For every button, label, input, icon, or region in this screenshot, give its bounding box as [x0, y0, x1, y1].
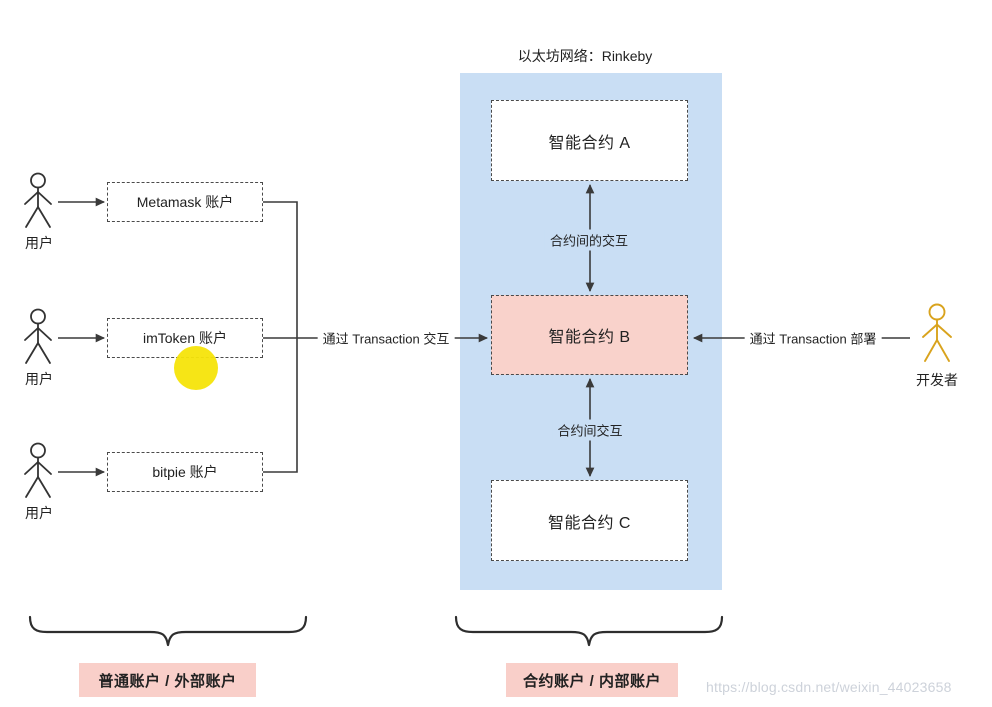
external-account-group-label: 普通账户 / 外部账户: [79, 663, 256, 697]
internal-account-group-label: 合约账户 / 内部账户: [506, 663, 678, 697]
contract-b-label: 智能合约 B: [548, 329, 631, 346]
metamask-junction-connector: [263, 201, 298, 338]
contract-a-label: 智能合约 A: [548, 134, 631, 152]
user1-stick-figure-icon: [24, 172, 52, 228]
user1-label: 用户: [25, 235, 53, 251]
bitpie-account-box: bitpie 账户: [107, 452, 263, 492]
cursor-highlight-circle: [174, 346, 218, 390]
internal-accounts-brace: [454, 615, 724, 647]
bitpie-account-label: bitpie 账户: [152, 464, 218, 480]
contract-a-box: 智能合约 A: [491, 100, 688, 181]
network-title: 以太坊网络：Rinkeby: [517, 48, 653, 64]
imtoken-account-box: imToken 账户: [107, 318, 263, 358]
metamask-account-label: Metamask 账户: [136, 194, 234, 210]
contract-bc-interaction-label: 合约间交互: [552, 419, 628, 441]
transaction-deploy-label: 通过 Transaction 部署: [744, 327, 882, 349]
contract-ab-interaction-label: 合约间的交互: [544, 229, 634, 251]
contract-c-box: 智能合约 C: [491, 480, 688, 561]
external-accounts-brace: [28, 615, 308, 647]
metamask-account-box: Metamask 账户: [107, 182, 263, 222]
user3-label: 用户: [25, 505, 53, 521]
transaction-interact-label: 通过 Transaction 交互: [317, 327, 455, 349]
bitpie-junction-connector: [263, 338, 298, 473]
watermark-url: https://blog.csdn.net/weixin_44023658: [706, 679, 952, 695]
imtoken-account-label: imToken 账户: [142, 330, 228, 346]
contract-b-box: 智能合约 B: [491, 295, 688, 375]
developer-stick-figure-icon: [922, 303, 952, 362]
user3-stick-figure-icon: [24, 442, 52, 498]
contract-c-label: 智能合约 C: [547, 514, 631, 532]
user2-stick-figure-icon: [24, 308, 52, 364]
developer-label: 开发者: [916, 372, 958, 388]
user2-label: 用户: [25, 371, 53, 387]
